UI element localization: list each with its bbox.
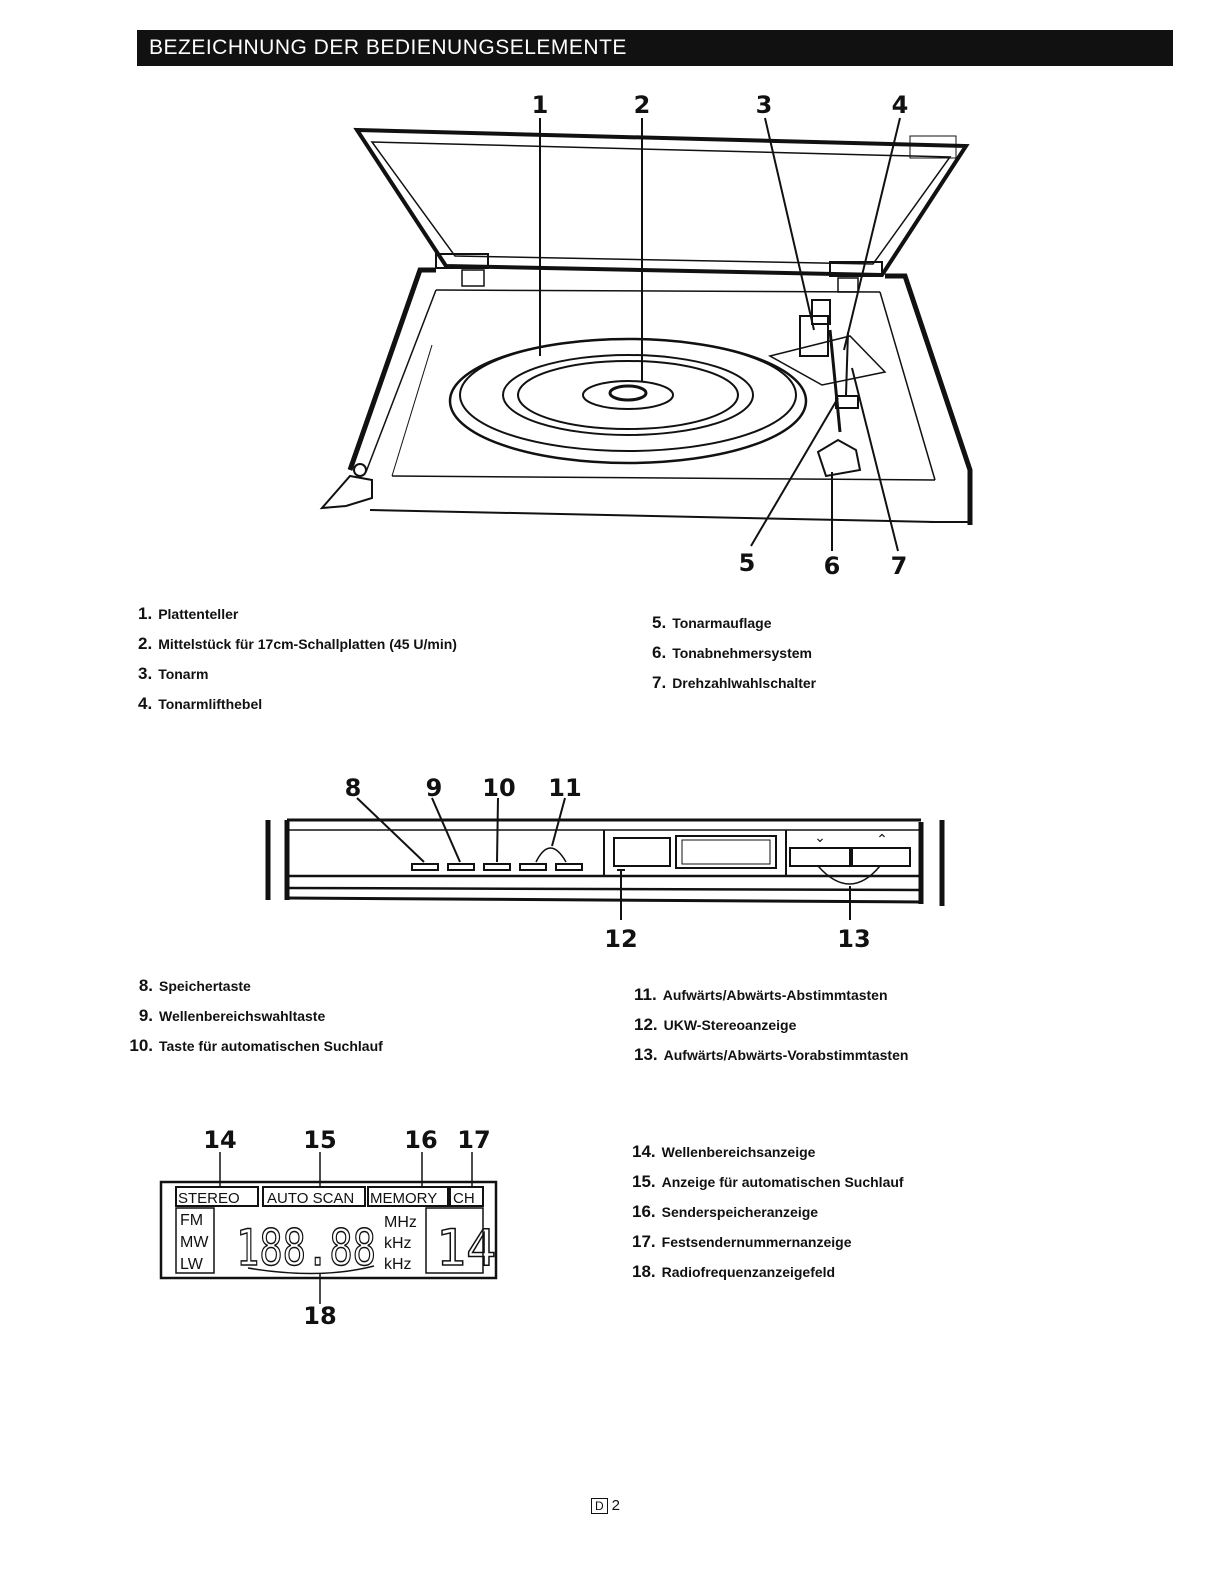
legend-item: 16.Senderspeicheranzeige (632, 1202, 819, 1221)
callout-10: 10 (482, 774, 515, 802)
callout-11: 11 (548, 774, 581, 802)
callout-17: 17 (457, 1126, 490, 1154)
turntable-legend-right: 5.Tonarmauflage 6.Tonabnehmersystem 7.Dr… (652, 608, 816, 698)
callout-6: 6 (824, 552, 841, 580)
callout-9: 9 (426, 774, 443, 802)
legend-item: 2.Mittelstück für 17cm-Schallplatten (45… (138, 634, 457, 653)
callout-14: 14 (203, 1126, 236, 1154)
callout-13: 13 (837, 925, 870, 953)
tuner-legend-left: 8.Speichertaste 9.Wellenbereichswahltast… (112, 971, 383, 1061)
channel-readout: 14 (436, 1219, 496, 1277)
callout-18: 18 (303, 1302, 336, 1330)
mw-indicator: MW (180, 1234, 209, 1251)
legend-item: 15.Anzeige für automatischen Suchlauf (632, 1172, 904, 1191)
page-number: 2 (611, 1497, 621, 1514)
legend-item: 7.Drehzahlwahlschalter (652, 673, 817, 692)
turntable-illustration: 1 2 3 4 5 6 7 (319, 91, 973, 580)
callout-12: 12 (604, 925, 637, 953)
callout-8: 8 (345, 774, 362, 802)
callout-2: 2 (634, 91, 651, 119)
legend-item: 12.UKW-Stereoanzeige (634, 1015, 797, 1034)
legend-item: 18.Radiofrequenzanzeigefeld (632, 1262, 836, 1281)
memory-indicator: MEMORY (370, 1190, 437, 1207)
legend-item: 6.Tonabnehmersystem (652, 643, 812, 662)
legend-item: 3.Tonarm (138, 664, 209, 683)
lw-indicator: LW (180, 1256, 204, 1273)
legend-item: 5.Tonarmauflage (652, 613, 772, 632)
mhz-label: MHz (384, 1214, 417, 1231)
ch-indicator: CH (453, 1190, 475, 1207)
callout-16: 16 (404, 1126, 437, 1154)
legend-item: 13.Aufwärts/Abwärts-Vorabstimmtasten (634, 1045, 909, 1064)
callout-5: 5 (739, 549, 756, 577)
up-arrow-icon: ⌃ (876, 832, 888, 848)
frequency-readout: 188.88 (236, 1219, 376, 1277)
fm-indicator: FM (180, 1212, 203, 1229)
page-title: BEZEICHNUNG DER BEDIENUNGSELEMENTE (149, 36, 627, 59)
legend-item: 11.Aufwärts/Abwärts-Abstimmtasten (634, 985, 888, 1004)
auto-scan-indicator: AUTO SCAN (267, 1190, 354, 1207)
khz-label: kHz (384, 1235, 412, 1252)
khz-label: kHz (384, 1256, 412, 1273)
legend-item: 14.Wellenbereichsanzeige (632, 1142, 816, 1161)
legend-item: 1.Plattenteller (138, 604, 239, 623)
legend-item: 17.Festsendernummernanzeige (632, 1232, 852, 1251)
callout-7: 7 (891, 552, 908, 580)
legend-item: 4.Tonarmlifthebel (138, 694, 263, 713)
lcd-display-illustration: STEREO AUTO SCAN MEMORY CH FM MW LW MHz … (159, 1126, 498, 1330)
callout-3: 3 (756, 91, 773, 119)
legend-item: 10.Taste für automatischen Suchlauf (129, 1036, 383, 1055)
down-arrow-icon: ⌄ (814, 830, 826, 846)
callout-15: 15 (303, 1126, 336, 1154)
tuner-panel-illustration: ⌄ ⌃ 8 9 10 11 12 13 (265, 774, 945, 953)
callout-4: 4 (892, 91, 909, 119)
turntable-legend-left: 1.Plattenteller 2.Mittelstück für 17cm-S… (138, 599, 457, 719)
language-d-icon: D (591, 1498, 608, 1514)
stereo-indicator: STEREO (178, 1190, 240, 1207)
tuner-legend-right: 11.Aufwärts/Abwärts-Abstimmtasten 12.UKW… (634, 980, 908, 1070)
callout-1: 1 (532, 91, 549, 119)
display-legend: 14.Wellenbereichsanzeige 15.Anzeige für … (632, 1137, 904, 1287)
legend-item: 8.Speichertaste (138, 976, 251, 995)
legend-item: 9.Wellenbereichswahltaste (138, 1006, 326, 1025)
section-header: BEZEICHNUNG DER BEDIENUNGSELEMENTE (137, 30, 1173, 66)
